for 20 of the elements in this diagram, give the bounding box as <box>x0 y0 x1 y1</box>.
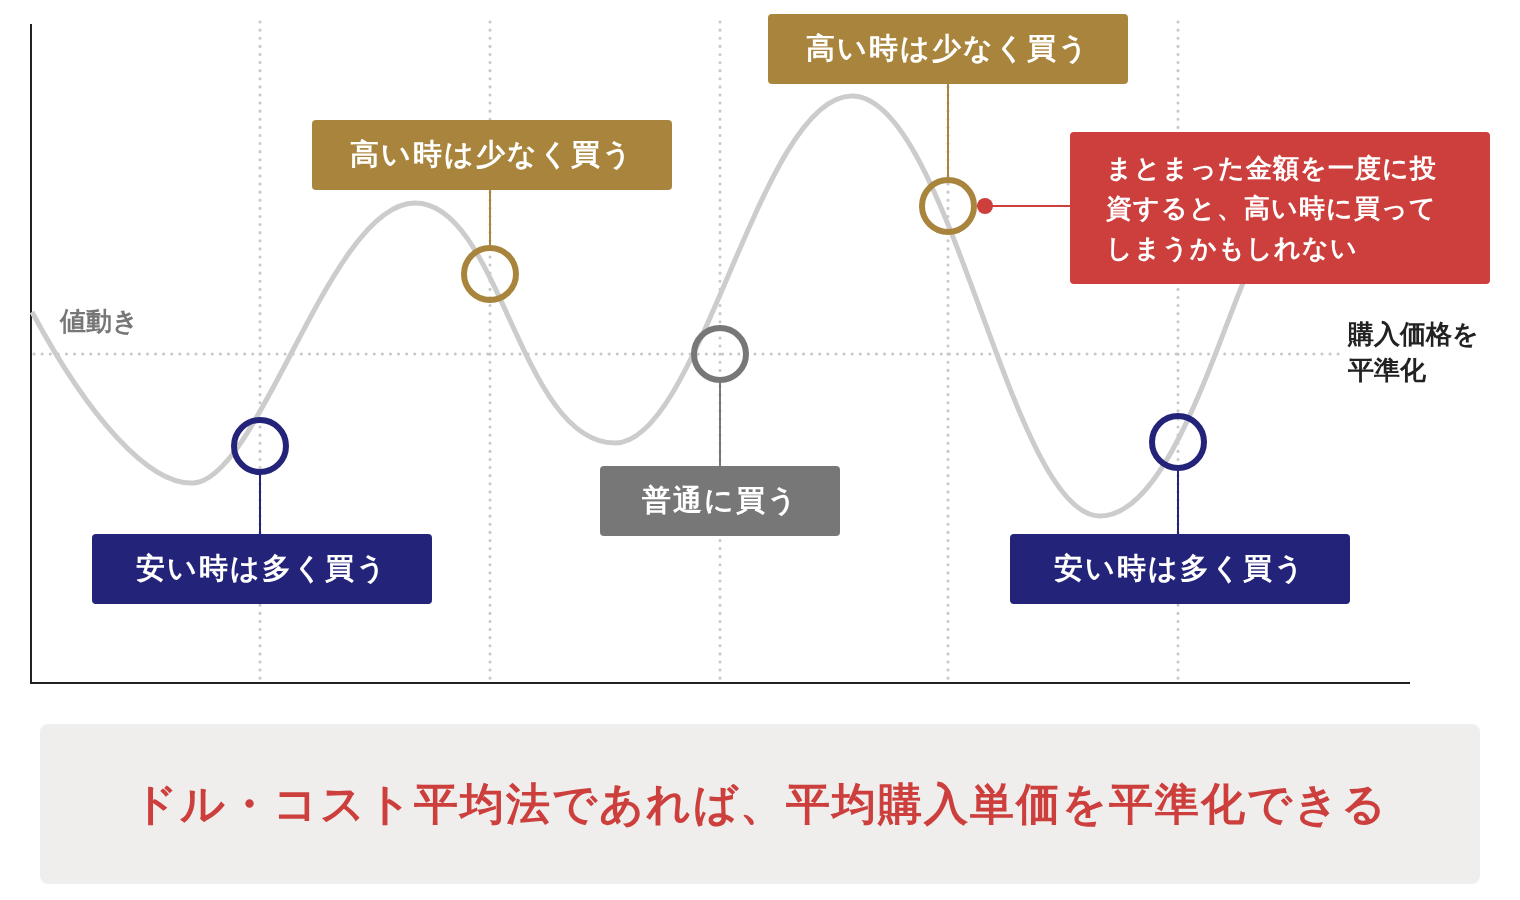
marker-ring <box>231 417 289 475</box>
marker-ring <box>691 325 749 383</box>
annotation-text: 購入価格を平準化 <box>1348 318 1480 387</box>
caption-text: ドル・コスト平均法であれば、平均購入単価を平準化できる <box>132 776 1388 831</box>
leader-line <box>976 198 1071 214</box>
note-callout: まとまった金額を一度に投資すると、高い時に買ってしまうかもしれない <box>1070 132 1490 284</box>
callout-label: 普通に買う <box>600 466 840 536</box>
callout-label: 高い時は少なく買う <box>768 14 1128 84</box>
axis-label: 値動き <box>60 305 139 338</box>
leader-line <box>947 83 949 178</box>
callout-label: 高い時は少なく買う <box>312 120 672 190</box>
leader-line <box>489 189 491 246</box>
leader-line <box>719 382 721 467</box>
marker-ring <box>919 177 977 235</box>
leader-line <box>1177 470 1179 535</box>
callout-label: 安い時は多く買う <box>92 534 432 604</box>
marker-ring <box>1149 413 1207 471</box>
callout-label: 安い時は多く買う <box>1010 534 1350 604</box>
leader-line <box>259 474 261 535</box>
marker-ring <box>461 245 519 303</box>
